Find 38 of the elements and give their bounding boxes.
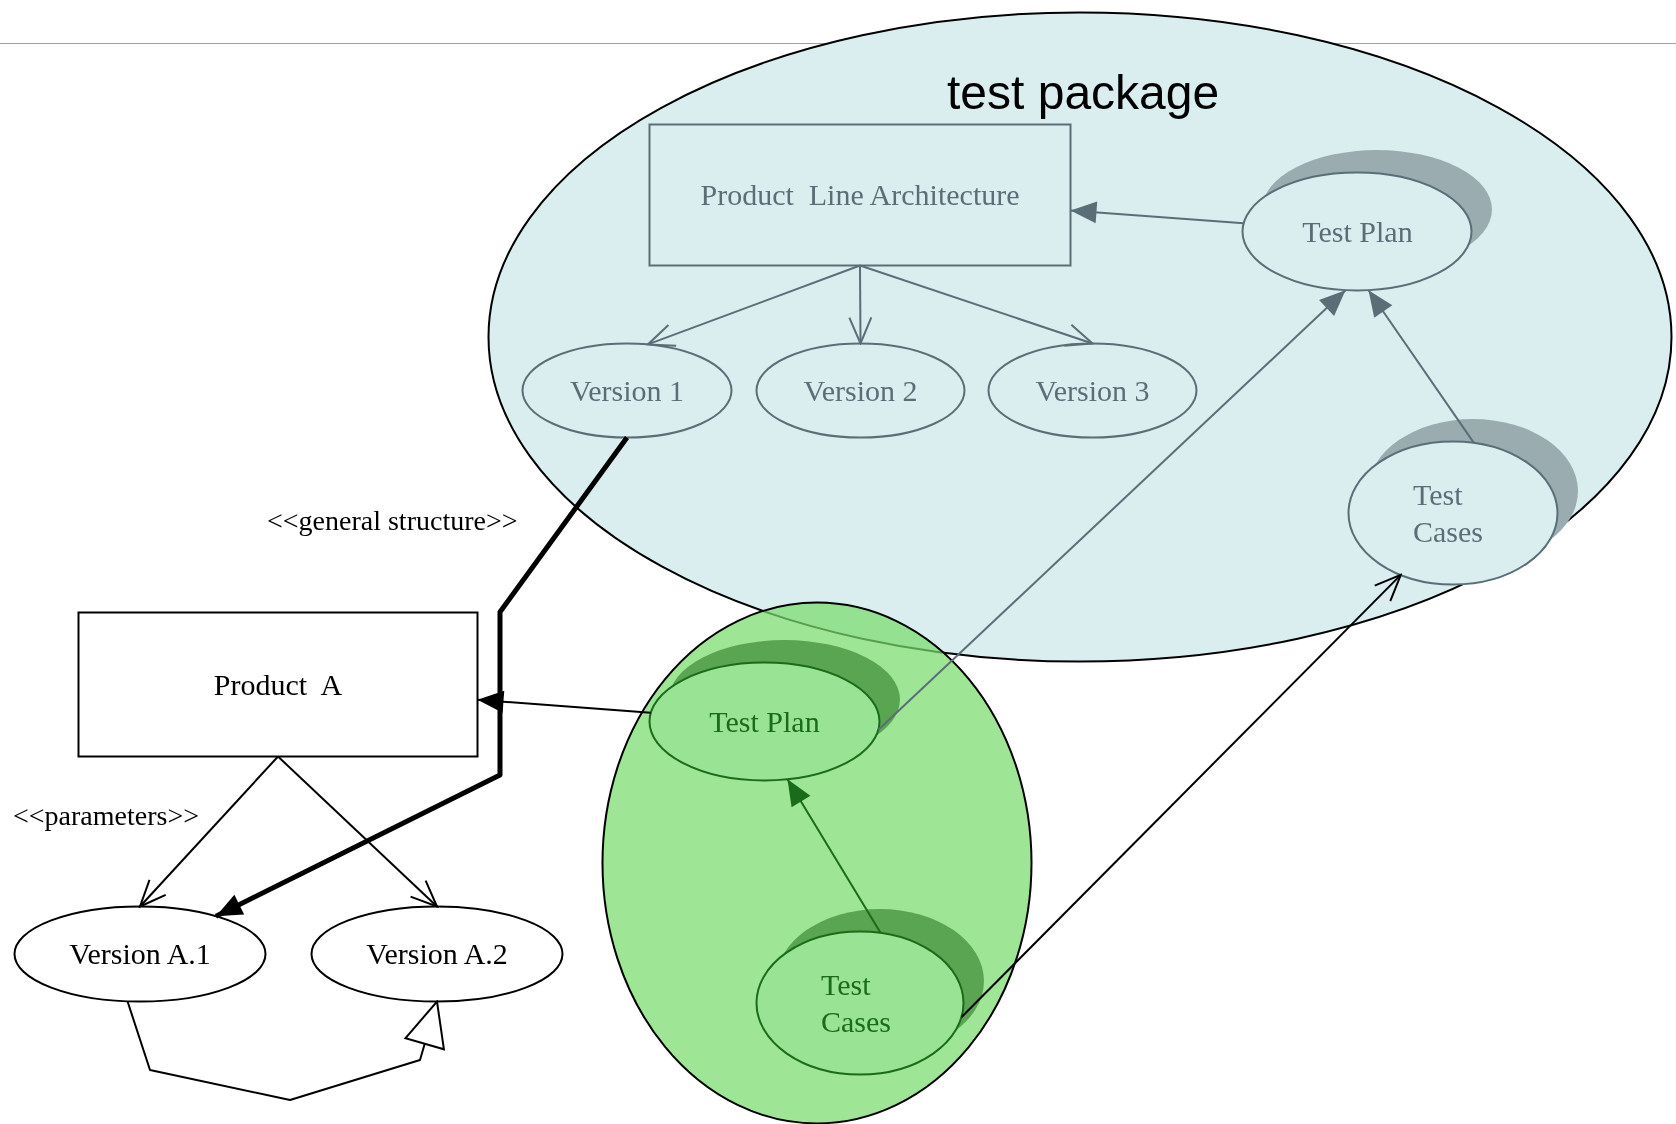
box-label: Product A — [213, 666, 343, 703]
ellipse-label: Test Plan — [709, 703, 820, 740]
version-ellipse — [310, 905, 564, 1003]
package-title: test package — [947, 65, 1220, 121]
version-ellipse — [13, 905, 267, 1003]
edge-label: <<parameters>> — [13, 800, 199, 832]
plan-ellipse — [1241, 149, 1494, 292]
plan-ellipse — [648, 639, 901, 782]
ellipse-label: Test Cases — [1413, 476, 1484, 550]
arrow — [214, 436, 630, 919]
edge-label: <<general structure>> — [267, 505, 518, 537]
package-ellipse — [601, 601, 1033, 1124]
ellipse-label: Version 1 — [569, 372, 685, 409]
ellipse-label: Test Plan — [1302, 213, 1413, 250]
ellipse-label: Version 3 — [1035, 372, 1150, 409]
arrow — [848, 264, 873, 345]
architecture-box — [648, 123, 1072, 267]
arrow — [277, 755, 438, 908]
version-ellipse — [987, 342, 1198, 439]
arrow — [786, 778, 882, 934]
arrow — [877, 289, 1347, 731]
box-label: Product Line Architecture — [700, 177, 1020, 214]
cases-ellipse — [1347, 418, 1579, 586]
arrow — [960, 573, 1402, 1019]
arrow — [646, 264, 861, 347]
version-ellipse — [755, 342, 966, 439]
arrow — [1069, 201, 1245, 225]
arrow — [859, 264, 1094, 347]
cases-ellipse — [755, 908, 987, 1076]
arrow — [126, 1000, 445, 1101]
ellipse-label: Version A.1 — [69, 936, 211, 973]
ellipse-label: Test Cases — [821, 966, 892, 1040]
arrow — [1367, 289, 1475, 444]
ellipse-label: Version A.2 — [366, 936, 508, 973]
version-ellipse — [521, 342, 733, 439]
product-box — [77, 611, 479, 758]
ellipse-label: Version 2 — [803, 372, 918, 409]
arrow — [139, 755, 279, 908]
